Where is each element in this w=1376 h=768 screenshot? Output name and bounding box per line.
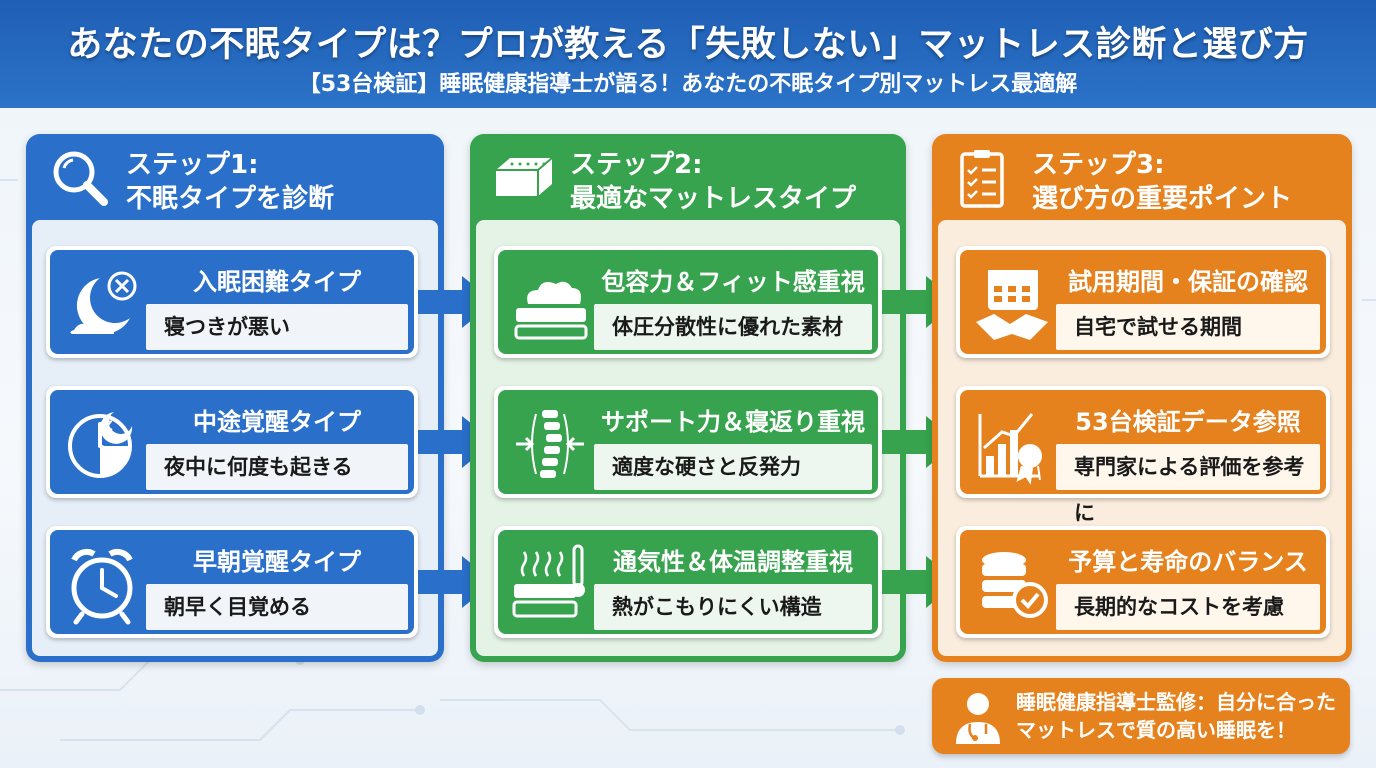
card-data: 53台検証データ参照 専門家による評価を参考に <box>956 386 1330 525</box>
card-support: サポート力＆寝返り重視 適度な硬さと反発力 <box>494 386 882 498</box>
alarm-clock-icon <box>71 548 133 625</box>
chart-award-icon <box>978 413 1042 485</box>
note-line1: 睡眠健康指導士監修：自分に合った <box>1016 690 1336 714</box>
clock-sleep-icon: Z <box>68 412 133 478</box>
checklist-icon <box>960 150 1004 208</box>
card-title: 53台検証データ参照 <box>1075 408 1301 436</box>
card-desc: 熱がこもりにくい構造 <box>594 584 872 630</box>
page-title: あなたの不眠タイプは？プロが教える「失敗しない」マットレス診断と選び方 <box>67 25 1309 65</box>
step1-title: ステップ1: 不眠タイプを診断 <box>126 148 334 216</box>
step1-title-line1: ステップ1: <box>126 150 259 180</box>
card-budget: 予算と寿命のバランス 長期的なコストを考慮 <box>956 526 1330 638</box>
card-fit: 包容力＆フィット感重視 体圧分散性に優れた素材 <box>494 246 882 358</box>
card-desc: 夜中に何度も起きる <box>146 444 408 490</box>
moon-clock-icon <box>70 271 137 334</box>
card-mid-wake: Z 中途覚醒タイプ 夜中に何度も起きる <box>46 386 418 498</box>
card-title: サポート力＆寝返り重視 <box>601 408 865 436</box>
card-ventilation: 通気性＆体温調整重視 熱がこもりにくい構造 <box>494 526 882 638</box>
card-desc: 朝早く目覚める <box>146 584 408 630</box>
card-desc: 自宅で試せる期間 <box>1056 304 1320 350</box>
step3-title: ステップ3: 選び方の重要ポイント <box>1032 148 1292 216</box>
card-title: 早朝覚醒タイプ <box>193 548 361 576</box>
card-desc: 体圧分散性に優れた素材 <box>594 304 872 350</box>
header-banner: あなたの不眠タイプは？プロが教える「失敗しない」マットレス診断と選び方 【53台… <box>0 0 1376 108</box>
card-desc: 適度な硬さと反発力 <box>594 444 872 490</box>
mattress-icon <box>496 157 553 196</box>
magnifier-icon <box>53 151 108 206</box>
page-subtitle: 【53台検証】睡眠健康指導士が語る！あなたの不眠タイプ別マットレス最適解 <box>298 72 1078 97</box>
step2-title: ステップ2: 最適なマットレスタイプ <box>570 148 856 216</box>
step3-title-line2: 選び方の重要ポイント <box>1032 184 1293 214</box>
card-title: 通気性＆体温調整重視 <box>613 548 853 576</box>
step2-title-line1: ステップ2: <box>570 150 703 180</box>
card-title: 中途覚醒タイプ <box>193 408 361 436</box>
calendar-handshake-icon <box>976 270 1048 340</box>
card-desc: 長期的なコストを考慮 <box>1056 584 1320 630</box>
note-line2: マットレスで質の高い睡眠を！ <box>1016 718 1296 742</box>
spine-icon <box>516 410 584 478</box>
supervision-note: 睡眠健康指導士監修：自分に合った マットレスで質の高い睡眠を！ <box>932 678 1350 754</box>
card-desc: 寝つきが悪い <box>146 304 408 350</box>
card-title: 予算と寿命のバランス <box>1068 548 1308 576</box>
step2-title-line2: 最適なマットレスタイプ <box>570 184 857 214</box>
soft-mattress-icon <box>514 281 588 340</box>
card-trial: 試用期間・保証の確認 自宅で試せる期間 <box>956 246 1330 358</box>
card-sleep-onset: 入眠困難タイプ 寝つきが悪い <box>46 246 418 358</box>
card-title: 包容力＆フィット感重視 <box>601 268 865 296</box>
doctor-icon <box>956 693 1000 744</box>
card-title: 試用期間・保証の確認 <box>1068 268 1308 296</box>
coins-check-icon <box>982 552 1048 618</box>
step3-title-line1: ステップ3: <box>1032 150 1165 180</box>
card-title: 入眠困難タイプ <box>193 268 361 296</box>
card-early-wake: 早朝覚醒タイプ 朝早く目覚める <box>46 526 418 638</box>
step1-title-line2: 不眠タイプを診断 <box>126 184 335 214</box>
card-desc: 専門家による評価を参考に <box>1056 444 1320 525</box>
ventilation-thermometer-icon <box>512 544 585 618</box>
